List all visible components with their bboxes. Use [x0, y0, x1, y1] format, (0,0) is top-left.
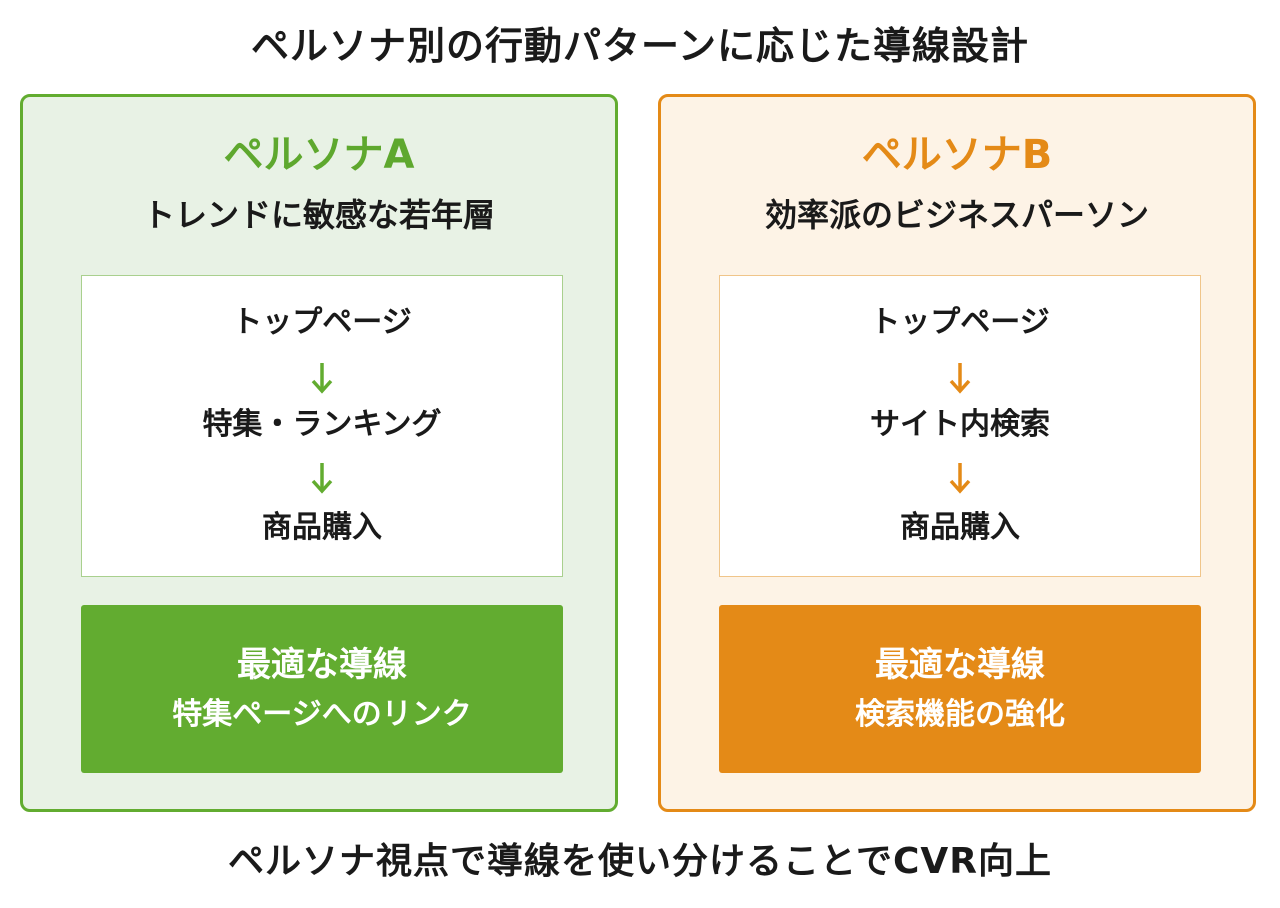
persona-a-flow-step-1: トップページ	[232, 305, 412, 340]
persona-a-description: トレンドに敏感な若年層	[142, 196, 495, 234]
persona-a-result-title: 最適な導線	[237, 645, 407, 685]
arrow-down-icon	[311, 463, 333, 494]
page-title: ペルソナ別の行動パターンに応じた導線設計	[250, 24, 1030, 68]
persona-b-flow-step-1: トップページ	[870, 305, 1050, 340]
persona-a-flow: トップページ 特集・ランキング 商品購入	[81, 275, 563, 577]
persona-b-result: 最適な導線 検索機能の強化	[719, 605, 1201, 773]
arrow-down-icon	[949, 463, 971, 494]
persona-b-flow: トップページ サイト内検索 商品購入	[719, 275, 1201, 577]
arrow-down-icon	[311, 363, 333, 394]
persona-b-result-detail: 検索機能の強化	[855, 697, 1065, 732]
persona-a-panel: ペルソナA トレンドに敏感な若年層 トップページ 特集・ランキング 商品購入 最…	[20, 94, 618, 812]
footer-summary: ペルソナ視点で導線を使い分けることでCVR向上	[228, 841, 1052, 882]
persona-a-name: ペルソナA	[223, 132, 415, 178]
persona-a-flow-step-2: 特集・ランキング	[202, 407, 442, 442]
persona-b-result-title: 最適な導線	[875, 645, 1045, 685]
persona-a-flow-step-3: 商品購入	[262, 510, 382, 545]
persona-b-name: ペルソナB	[861, 132, 1053, 178]
persona-b-description: 効率派のビジネスパーソン	[764, 196, 1149, 234]
persona-b-panel: ペルソナB 効率派のビジネスパーソン トップページ サイト内検索 商品購入 最適…	[658, 94, 1256, 812]
persona-a-result-detail: 特集ページへのリンク	[172, 697, 472, 732]
persona-a-result: 最適な導線 特集ページへのリンク	[81, 605, 563, 773]
persona-b-flow-step-2: サイト内検索	[870, 407, 1050, 442]
arrow-down-icon	[949, 363, 971, 394]
persona-b-flow-step-3: 商品購入	[900, 510, 1020, 545]
